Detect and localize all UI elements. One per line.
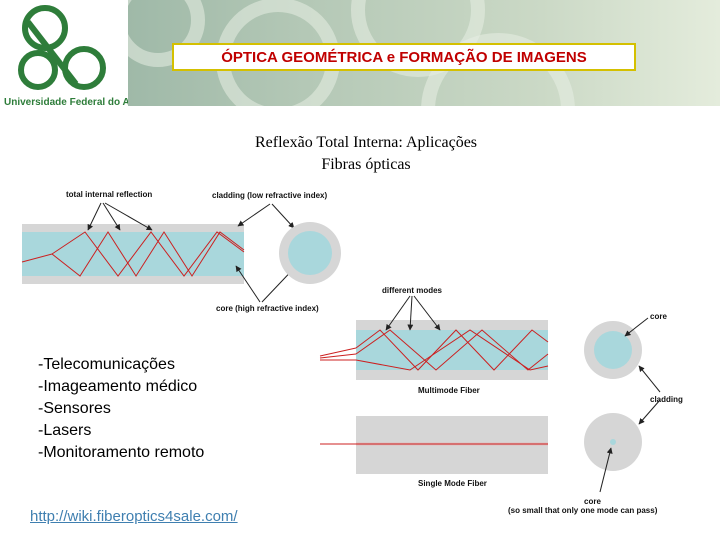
label-different-modes: different modes [382,286,443,295]
ray-path-2 [51,231,245,277]
label-total-internal-reflection: total internal reflection [66,190,153,199]
header: Universidade Federal do ABC ÓPTICA GEOMÉ… [0,0,720,112]
label-cladding: cladding [650,395,683,404]
label-core-single: core [584,497,601,506]
application-item: -Monitoramento remoto [38,444,205,461]
multimode-core [356,330,548,370]
input-ray [21,253,53,263]
fiber-core-band [22,232,244,276]
ray-path-1 [51,231,245,277]
application-item: -Imageamento médico [38,378,198,395]
application-item: -Telecomunicações [38,356,175,373]
university-name: Universidade Federal do ABC [4,97,145,108]
label-core-high-index: core (high refractive index) [216,304,319,313]
multimode-cross-section-core [594,331,632,369]
application-item: -Lasers [38,422,92,439]
subtitle-line1: Reflexão Total Interna: Aplicações [254,134,478,151]
applications-list: -Telecomunicações -Imageamento médico -S… [38,354,204,464]
mode-ray-3 [355,329,549,371]
ufabc-logo-icon [18,5,106,90]
slide-title: ÓPTICA GEOMÉTRICA e FORMAÇÃO DE IMAGENS [172,43,636,71]
university-logo: Universidade Federal do ABC [0,0,144,112]
mode-ray-2 [355,329,549,371]
singlemode-cross-section-core [610,439,616,445]
label-core-note: (so small that only one mode can pass) [508,506,658,515]
label-core: core [650,312,667,321]
application-item: -Sensores [38,400,111,417]
label-single-mode-fiber: Single Mode Fiber [418,479,487,488]
mode-ray-1 [355,329,549,371]
multimode-singlemode-diagram [319,295,661,493]
subtitle-line2: Fibras ópticas [321,156,411,173]
label-cladding-low-index: cladding (low refractive index) [212,191,328,200]
label-multimode-fiber: Multimode Fiber [418,386,480,395]
fiber-cross-section-core [288,231,332,275]
fiber-section-diagram [21,202,341,303]
source-link[interactable]: http://wiki.fiberoptics4sale.com/ [30,508,238,525]
